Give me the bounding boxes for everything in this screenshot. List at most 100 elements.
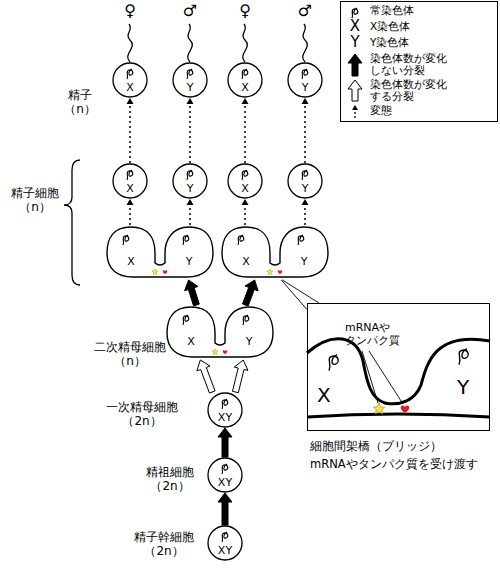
chromosome-label: XY — [207, 476, 243, 489]
chromosome-label: Y — [287, 182, 323, 195]
legend-text: 染色体数が変化する分裂 — [370, 78, 450, 102]
arrow-head — [302, 98, 309, 104]
protein-heart — [223, 350, 227, 354]
chromosome-symbol — [222, 532, 228, 542]
spermatogonium: XY — [207, 457, 243, 493]
cell-outline — [113, 164, 147, 198]
chromosome-symbol — [127, 69, 133, 79]
cell-pair-outline — [222, 227, 328, 277]
callout-text: X — [317, 383, 341, 407]
cell-outline — [173, 63, 207, 97]
metamorphosis-arrow — [187, 98, 194, 163]
arrow-head — [127, 98, 134, 104]
stage-label: 精祖細胞 （2n） — [140, 465, 200, 494]
leader-line — [362, 351, 378, 403]
legend-text: 常染色体 — [370, 4, 450, 16]
arrow-line — [129, 204, 131, 225]
arrow-head — [187, 199, 194, 205]
chromosome-label: Y — [235, 335, 263, 348]
arrow-line — [189, 103, 191, 163]
chromosome-symbol — [302, 69, 308, 79]
arrow-head — [302, 199, 309, 205]
chromosome-symbol — [222, 464, 228, 474]
arrow-shape — [218, 493, 232, 525]
chromosome-symbol — [302, 170, 308, 180]
node-outline — [105, 225, 215, 280]
stage-label: 精子 （n） — [58, 88, 102, 117]
division-arrow — [233, 360, 248, 393]
chromosome-label: Y — [172, 81, 208, 94]
arrow-head — [187, 98, 194, 104]
arrow-line — [304, 103, 306, 163]
division-arrow — [218, 428, 232, 457]
gender-symbol: ♀ — [235, 1, 255, 20]
sperm-cell: X — [227, 62, 263, 98]
chromosome-label: X — [232, 255, 260, 268]
chromosome-label: X — [177, 335, 205, 348]
arrow-shape — [197, 360, 215, 393]
arrow-line — [244, 103, 246, 163]
gender-symbol: ♀ — [120, 1, 140, 20]
cell-outline — [208, 526, 242, 560]
arrow-shape — [233, 360, 248, 393]
metamorphosis-arrow — [302, 199, 309, 225]
metamorphosis-arrow — [302, 98, 309, 163]
arrow-line — [304, 204, 306, 225]
cell-outline — [228, 63, 262, 97]
stage-label: 精子幹細胞 （2n） — [128, 530, 200, 559]
mrna-star — [152, 269, 158, 275]
bridge-membrane — [307, 339, 490, 404]
legend-text: Y染色体 — [370, 36, 450, 48]
chromosome-symbol — [329, 355, 338, 371]
legend-text: 変態 — [370, 104, 450, 116]
spermatid-cell: Y — [172, 163, 208, 199]
bridge-zoom-box: mRNAや タンパク質XY — [307, 303, 490, 431]
sperm-tail — [188, 24, 193, 62]
cell-outline — [173, 164, 207, 198]
primary-spermatocyte: XY — [207, 392, 243, 428]
arrow-head — [242, 98, 249, 104]
division-arrow — [185, 280, 200, 306]
protein-heart — [278, 270, 282, 274]
chromosome-label: Y — [172, 182, 208, 195]
legend-text: X染色体 — [370, 20, 450, 32]
callout-note: mRNAやタンパク質を受け渡す — [310, 458, 498, 472]
sperm-cell: Y — [172, 62, 208, 98]
chromosome-label: XY — [207, 411, 243, 424]
legend-box — [341, 2, 498, 122]
legend-dotted-arrow-head — [352, 105, 358, 110]
chromosome-label: X — [227, 81, 263, 94]
node-outline — [220, 225, 330, 280]
chromosome-symbol — [183, 315, 189, 325]
chromosome-label: X — [117, 255, 145, 268]
chromosome-symbol — [222, 399, 228, 409]
mrna-star — [373, 403, 384, 414]
metamorphosis-arrow — [127, 199, 134, 225]
cell-outline — [113, 63, 147, 97]
arrow-line — [244, 204, 246, 225]
cell-pair-outline — [167, 307, 273, 357]
chromosome-symbol — [242, 69, 248, 79]
cell-outline — [228, 164, 262, 198]
sperm-tail — [128, 24, 133, 62]
cell-outline — [288, 164, 322, 198]
legend-chromosome-sample — [352, 8, 358, 18]
metamorphosis-arrow — [242, 199, 249, 225]
spermatid-cell: Y — [287, 163, 323, 199]
sperm-cell: Y — [287, 62, 323, 98]
sperm-tail — [243, 24, 248, 62]
legend-glyph: Y — [347, 33, 363, 51]
secondary-spermatocyte: XY — [165, 305, 275, 360]
division-arrow — [197, 360, 215, 393]
legend-white-arrow — [348, 80, 362, 101]
division-arrow — [243, 280, 259, 306]
chromosome-label: XY — [207, 544, 243, 557]
arrow-line — [281, 280, 307, 310]
cell-outline — [208, 458, 242, 492]
stage-label: 二次精母細胞 （n） — [90, 340, 170, 369]
spermatid-pair: XY — [105, 225, 215, 280]
chromosome-symbol — [298, 235, 304, 245]
chromosome-label: X — [112, 182, 148, 195]
callout-text: mRNAや タンパク質 — [345, 321, 403, 347]
arrow-line — [129, 103, 131, 163]
